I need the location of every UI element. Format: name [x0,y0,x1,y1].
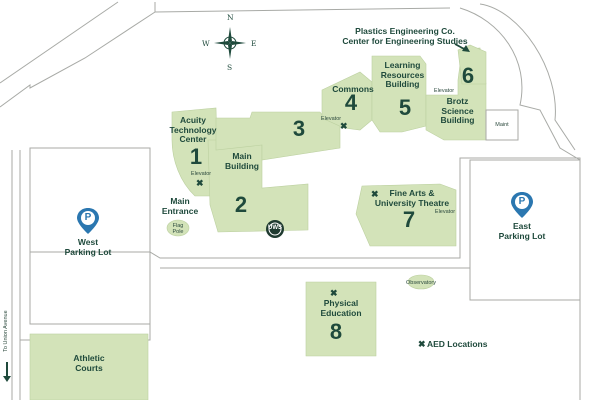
compass-north-label: N [227,13,234,22]
building-2-name-line-1: Main [232,151,252,161]
building-5-learning-resources [371,55,427,133]
building-4-commons [321,71,373,131]
building-8-name: Physical Education [311,298,371,318]
maintenance-building [485,109,519,141]
union-avenue-arrow-icon [3,362,11,382]
building-7-number: 7 [402,207,416,232]
building-1-name-line-1: Acuity [180,115,206,125]
university-logo-text: UWS [268,225,282,231]
building-2-name-line-2: Building [225,160,259,171]
building-8-number: 8 [329,319,343,344]
plastics-center-line-2: Center for Engineering Studies [342,35,468,46]
building-5-number: 5 [398,95,412,120]
flag-pole-line-1: Flag [172,223,184,229]
building-8-name-line-2: Education [320,307,362,318]
building-1-name: Acuity Technology Center [153,115,233,145]
building-5-name-line-2: Resources [380,69,425,80]
road-north [154,7,451,13]
building-1-name-line-2: Technology [169,124,217,135]
main-entrance-line-2: Entrance [161,205,199,216]
west-parking-line-1: West [77,237,99,247]
athletic-courts-line-1: Athletic [73,353,105,363]
building-6-name-line-1: Brotz [446,96,469,106]
union-avenue-label: To Union Avenue [2,310,9,352]
east-parking-symbol: P [518,196,526,207]
aed-marker-building-8: ✖ [330,288,338,298]
building-5-name-line-3: Building [385,79,420,90]
parking-pin-east-icon [511,192,533,218]
east-parking-lot-outline [469,159,581,301]
maintenance-label: Maint [495,122,509,128]
west-parking-symbol: P [84,212,92,223]
observatory-circle [407,274,435,290]
building-8-name-line-1: Physical [323,298,359,308]
athletic-courts-line-2: Courts [75,362,103,373]
building-6-name-line-2: Science [441,105,474,116]
building-6-name: Brotz Science Building [430,96,485,126]
compass-east-label: E [251,39,257,48]
aed-legend-marker: ✖ [418,339,426,349]
building-6-name-line-3: Building [440,115,475,126]
building-6-number: 6 [461,63,475,88]
building-4-elevator-label: Elevator [320,116,342,122]
road-campus-loop [30,157,581,400]
building-7-elevator-label: Elevator [434,209,456,215]
aed-legend-label: AED Locations [427,339,488,349]
east-parking-line-1: East [513,221,531,231]
plastics-center-line-1: Plastics Engineering Co. [355,26,455,36]
parking-pin-west-icon [77,208,99,234]
road-east-curve-outer [479,3,576,151]
athletic-courts [29,333,149,400]
building-7-fine-arts [355,183,457,247]
aed-marker-building-7: ✖ [371,189,379,199]
building-1-number: 1 [189,144,203,169]
building-7-name-line-1: Fine Arts & [389,188,435,198]
compass-rose-icon [214,27,246,59]
flag-pole-label: Flag Pole [168,223,188,235]
building-6-plastics-wing [457,44,487,85]
university-logo-icon [266,220,284,238]
building-1-elevator-label: Elevator [190,171,212,177]
aed-marker-building-1: ✖ [196,178,204,188]
west-parking-line-2: Parking Lot [64,246,112,257]
building-5-name-line-1: Learning [384,60,421,70]
building-7-name-line-2: University Theatre [374,197,450,208]
building-1-name-line-3: Center [179,134,207,145]
flag-pole-line-2: Pole [172,229,184,236]
compass-west-label: W [202,39,210,48]
building-2-number: 2 [234,192,248,217]
compass-south-label: S [227,63,233,72]
east-parking-lot-label: East Parking Lot [492,221,552,241]
building-4-number: 4 [344,90,358,115]
observatory-label: Observatory [406,280,436,286]
plastics-pointer-arrow-icon [454,43,470,52]
east-parking-line-2: Parking Lot [498,230,546,241]
west-parking-lot-label: West Parking Lot [58,237,118,257]
road-east-curve [459,7,581,161]
plastics-center-label: Plastics Engineering Co. Center for Engi… [330,26,480,46]
west-parking-lot-outline [29,147,151,325]
building-7-name: Fine Arts & University Theatre [362,188,462,208]
building-8-physical-education [305,281,377,357]
road-outer-west [0,1,119,84]
building-5-name: Learning Resources Building [375,60,430,90]
building-6-elevator-label: Elevator [433,88,455,94]
building-2-name: Main Building [222,151,262,171]
main-entrance-label: Main Entrance [155,196,205,216]
flag-pole-circle [166,219,190,237]
road-outer-west-inner [0,2,156,108]
aed-marker-building-4: ✖ [340,121,348,131]
building-4-name: Commons [332,84,374,94]
athletic-courts-label: Athletic Courts [59,353,119,373]
main-entrance-line-1: Main [170,196,190,206]
building-3-number: 3 [292,116,306,141]
